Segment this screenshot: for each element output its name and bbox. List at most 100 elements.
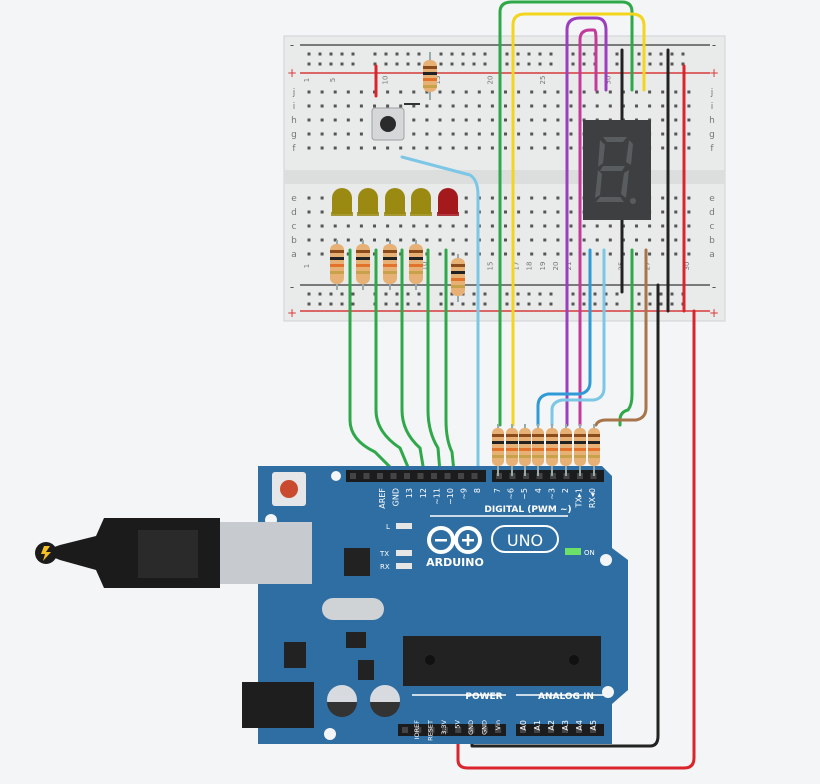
rail-sign: + — [287, 306, 297, 320]
l-label: L — [386, 523, 390, 531]
on-label: ON — [584, 549, 595, 557]
pin-label: ~11 — [432, 488, 441, 505]
row-letter: j — [710, 88, 714, 98]
led-2[interactable] — [357, 188, 379, 216]
digital-label: DIGITAL (PWM ~) — [484, 505, 571, 515]
wire-purple-segment — [565, 16, 608, 427]
wire-lightblue-seg2 — [550, 248, 606, 427]
wire-green-led1 — [348, 248, 397, 474]
pin-label: ~9 — [460, 488, 469, 500]
led-5[interactable] — [437, 188, 459, 216]
column-number: 1 — [303, 78, 311, 82]
column-number: 15 — [486, 262, 494, 271]
analog-pin-label: A5 — [589, 720, 598, 731]
wire-green-segment — [498, 0, 634, 427]
pin-label: ~3 — [547, 488, 556, 500]
seven-segment-display[interactable] — [583, 120, 651, 220]
led-4[interactable] — [410, 188, 432, 216]
pin-label: 7 — [493, 488, 502, 493]
row-letter: g — [291, 130, 297, 140]
wire-red-5v — [456, 309, 696, 770]
wire-green-seg4 — [618, 248, 634, 427]
push-button[interactable] — [371, 103, 420, 141]
row-letter: e — [291, 194, 297, 204]
row-letter: i — [293, 102, 296, 112]
power-pin-label: GND — [481, 720, 489, 735]
pin-label: 4 — [534, 488, 543, 493]
column-number: 5 — [329, 78, 337, 82]
pin-label: ~6 — [507, 488, 516, 500]
pin-label: RX◂0 — [588, 488, 597, 508]
row-letter: f — [710, 144, 714, 154]
wire-magenta-segment — [578, 28, 598, 427]
pin-label: 13 — [405, 488, 414, 498]
wire-green-led2 — [374, 248, 412, 474]
power-label: POWER — [465, 692, 502, 702]
wire-brown-seg5 — [594, 248, 648, 427]
pin-label: AREF — [378, 488, 387, 509]
column-number: 15 — [434, 76, 442, 85]
rail-sign: - — [712, 38, 716, 52]
row-letter: h — [291, 116, 297, 126]
power-pin-label: RESET — [427, 720, 435, 741]
pin-label: 12 — [419, 488, 428, 498]
arduino-logo — [427, 526, 482, 554]
dc-power-jack[interactable] — [242, 682, 314, 728]
row-letter: f — [292, 144, 296, 154]
rail-sign: + — [709, 306, 719, 320]
row-letter: d — [291, 208, 297, 218]
rail-sign: + — [709, 66, 719, 80]
led-3[interactable] — [384, 188, 406, 216]
breadboard-resistors — [330, 240, 465, 302]
analog-pin-label: A2 — [547, 720, 556, 731]
row-letter: a — [709, 250, 715, 260]
rail-sign: - — [290, 280, 294, 294]
column-number: 1 — [303, 264, 311, 268]
power-pin-label: 3.3V — [440, 719, 448, 734]
column-number: 19 — [539, 262, 547, 271]
reset-button[interactable] — [280, 480, 298, 498]
row-letter: h — [709, 116, 715, 126]
column-number: 21 — [565, 262, 573, 271]
led-group[interactable] — [331, 188, 459, 216]
wire-lightblue-button — [400, 155, 480, 474]
pin-label: 2 — [561, 488, 570, 493]
pin-label: 8 — [473, 488, 482, 493]
wire-black-gnd — [470, 283, 660, 748]
digital-pin-resistors — [492, 424, 600, 476]
pin-label: GND — [392, 488, 401, 506]
rail-sign: - — [712, 280, 716, 294]
pin-label: ~10 — [446, 488, 455, 505]
pullup-resistor — [423, 52, 437, 100]
pin-label: TX▸1 — [575, 488, 584, 508]
column-number: 10 — [421, 262, 429, 271]
column-number: 27 — [644, 262, 652, 271]
column-number: 25 — [539, 76, 547, 85]
column-number: 18 — [526, 262, 534, 271]
wires — [348, 0, 696, 770]
row-letter: i — [711, 102, 714, 112]
brand-text: ARDUINO — [426, 556, 484, 569]
power-pin-label: 5V — [454, 719, 462, 728]
power-pin-label: IOREF — [413, 720, 421, 740]
analog-pin-label: A0 — [519, 720, 528, 731]
column-number: 30 — [683, 262, 691, 271]
model-text: UNO — [507, 531, 543, 550]
column-number: 20 — [552, 262, 560, 271]
row-letter: c — [710, 222, 715, 232]
wire-green-led4 — [426, 248, 442, 474]
tx-label: TX — [379, 550, 389, 558]
rail-sign: - — [290, 38, 294, 52]
row-letter: d — [709, 208, 715, 218]
row-letter: b — [709, 236, 715, 246]
led-1[interactable] — [331, 188, 353, 216]
usb-port[interactable] — [220, 522, 312, 584]
analog-pin-label: A3 — [561, 720, 570, 731]
analog-pin-label: A4 — [575, 720, 584, 731]
wire-blue-seg1 — [536, 248, 592, 427]
column-number: 10 — [382, 76, 390, 85]
rx-label: RX — [380, 563, 390, 571]
row-letter: e — [709, 194, 715, 204]
column-number: 17 — [513, 262, 521, 271]
